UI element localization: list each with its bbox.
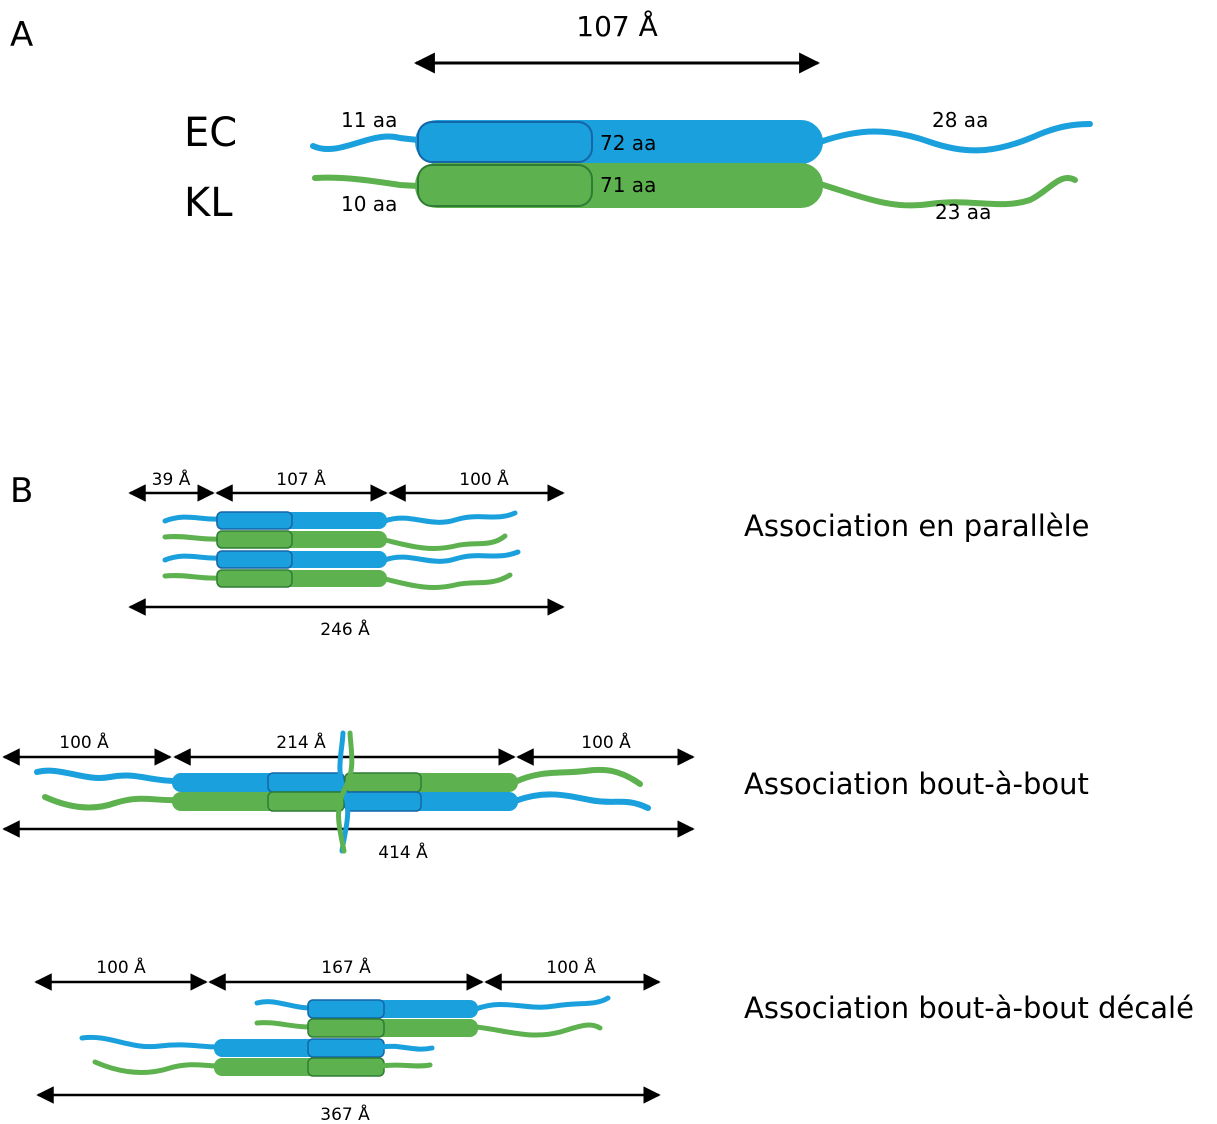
staggered-dim-left: 100 Å	[96, 956, 146, 978]
ec-label: EC	[184, 110, 237, 156]
end-to-end-dim-total: 414 Å	[378, 841, 428, 863]
end-to-end-dimension-arrows	[2, 748, 695, 838]
end-to-end-assembly	[34, 730, 651, 854]
staggered-dim-right: 100 Å	[546, 956, 596, 978]
staggered-association-label: Association bout-à-bout décalé	[744, 991, 1194, 1025]
kl-core-label: 71 aa	[600, 173, 656, 197]
parallel-dim-c: 100 Å	[459, 468, 509, 490]
panel-a-ec-chain	[310, 120, 1093, 164]
ec-core-label: 72 aa	[600, 131, 656, 155]
staggered-assembly	[79, 995, 611, 1077]
panel-a-letter: A	[10, 15, 33, 55]
ec-c-term-label: 28 aa	[932, 108, 988, 132]
end-to-end-dim-core: 214 Å	[276, 731, 326, 753]
parallel-dim-n: 39 Å	[152, 468, 191, 490]
kl-c-term-label: 23 aa	[935, 200, 991, 224]
panel-b-letter: B	[10, 471, 33, 511]
ec-n-term-label: 11 aa	[341, 108, 397, 132]
staggered-dim-total: 367 Å	[320, 1103, 370, 1124]
parallel-dimension-arrows	[128, 484, 565, 616]
panel-a-length-label: 107 Å	[576, 9, 658, 43]
parallel-dim-core: 107 Å	[276, 468, 326, 490]
end-to-end-dim-left: 100 Å	[59, 731, 109, 753]
panel-a-kl-chain	[312, 163, 1078, 209]
kl-label: KL	[184, 180, 233, 226]
parallel-assembly	[162, 510, 521, 590]
end-to-end-dim-right: 100 Å	[581, 731, 631, 753]
staggered-dim-core: 167 Å	[321, 956, 371, 978]
kl-n-term-label: 10 aa	[341, 192, 397, 216]
staggered-dimension-arrows	[34, 973, 661, 1104]
end-to-end-association-label: Association bout-à-bout	[744, 767, 1089, 801]
parallel-association-label: Association en parallèle	[744, 509, 1090, 543]
parallel-dim-total: 246 Å	[320, 618, 370, 640]
